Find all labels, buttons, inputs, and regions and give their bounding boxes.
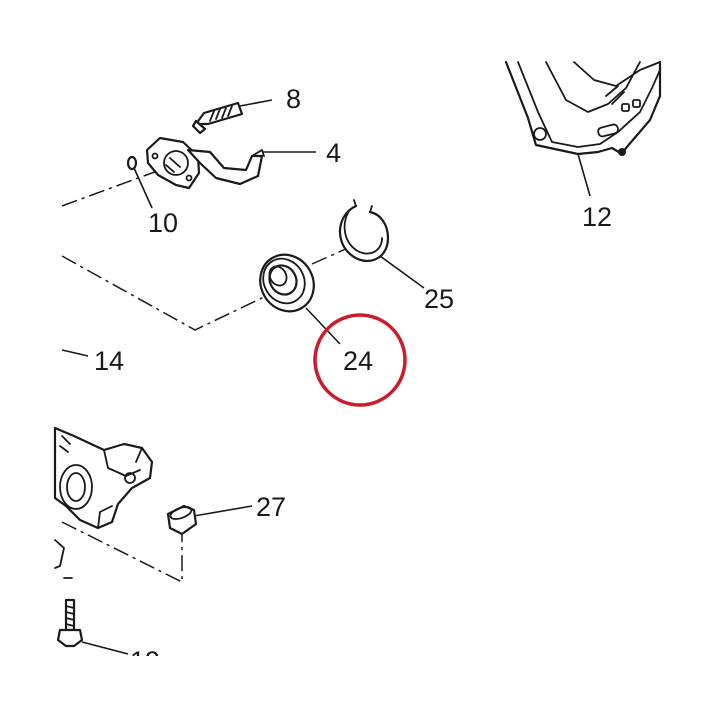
part-19-bolt [56, 577, 84, 648]
centerline-lower [61, 521, 183, 584]
part-25-circlip [338, 199, 390, 263]
callout-25: 25 [424, 284, 454, 314]
centerline-middle [61, 255, 286, 331]
leader-10 [133, 167, 153, 209]
part-8-bolt [191, 101, 244, 135]
part-10-o-ring [126, 155, 138, 171]
callout-27: 27 [256, 492, 286, 522]
callout-24: 24 [343, 346, 373, 376]
part-24-seal [259, 253, 315, 313]
callout-12: 12 [582, 202, 612, 232]
callout-8: 8 [286, 84, 301, 114]
part-4-sensor-assembly [145, 136, 265, 190]
leader-27 [193, 505, 253, 517]
callout-labels: 8 4 10 12 25 24 14 27 19 [94, 84, 612, 676]
leader-25 [379, 255, 425, 289]
highlight-circle [313, 313, 407, 407]
leader-14 [61, 349, 89, 357]
bottom-crop [0, 656, 720, 720]
main-housing-body [53, 426, 154, 569]
callout-19-clip: 19 [130, 646, 160, 676]
leader-lines [61, 99, 591, 655]
part-12-housing-cover [504, 60, 662, 156]
leader-19 [81, 641, 129, 655]
leader-12 [577, 153, 591, 197]
leader-24 [305, 307, 341, 345]
callout-19: 19 [130, 646, 160, 676]
callout-10: 10 [148, 208, 178, 238]
centerline-upper [61, 169, 161, 207]
leader-8 [239, 99, 273, 107]
callout-4: 4 [326, 138, 341, 168]
callout-14: 14 [94, 346, 124, 376]
part-27-sleeve [166, 504, 198, 536]
